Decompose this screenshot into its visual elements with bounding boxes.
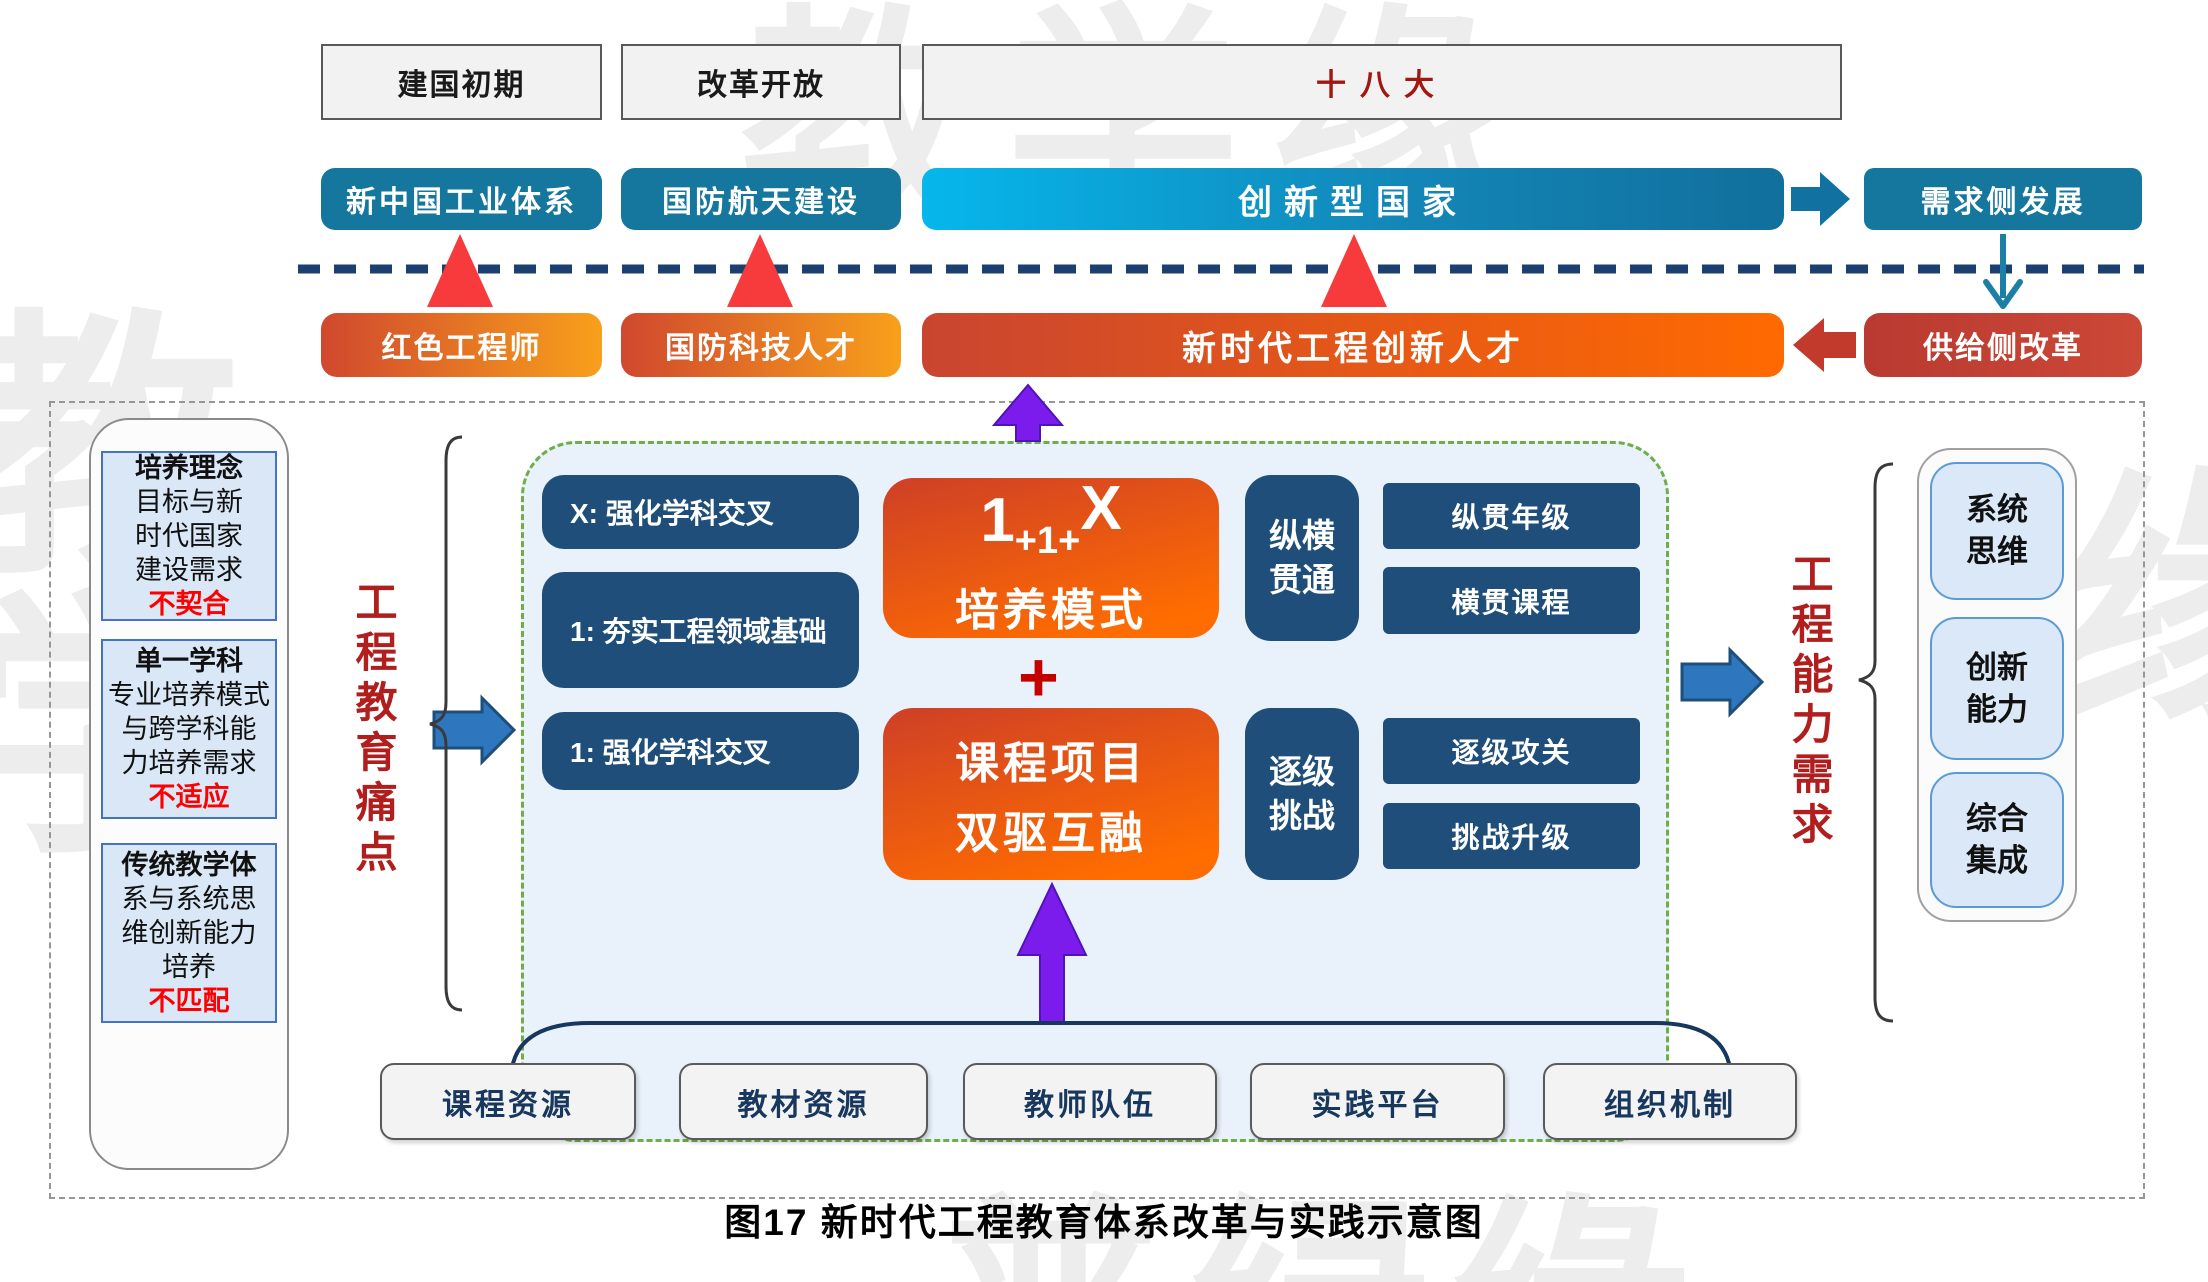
center-box-x-cross-discipline: X: 强化学科交叉 bbox=[542, 475, 859, 549]
era-box-reform: 改革开放 bbox=[621, 44, 901, 120]
vh-pill-course: 横贯课程 bbox=[1383, 567, 1640, 634]
ladder-pill-upgrade-label: 挑战升级 bbox=[1451, 822, 1572, 853]
foundation-box-organization-label: 组织机制 bbox=[1604, 1088, 1736, 1122]
pain-item-concept-title: 培养理念 bbox=[135, 453, 243, 483]
ladder-pill-upgrade: 挑战升级 bbox=[1383, 803, 1640, 869]
pain-item-single-discipline-line: 专业培养模式 bbox=[108, 680, 270, 710]
supply-box-new-era-talent: 新时代工程创新人才 bbox=[922, 313, 1784, 377]
pain-item-concept-line: 目标与新 bbox=[135, 487, 243, 517]
ladder-pill-breakthrough-label: 逐级攻关 bbox=[1451, 737, 1572, 768]
supply-box-red-engineers: 红色工程师 bbox=[321, 313, 602, 377]
mode-formula: 1+1+X bbox=[980, 478, 1121, 562]
ability-box-integration-line1: 综合 bbox=[1966, 801, 2028, 836]
supply-box-red-engineers-label: 红色工程师 bbox=[381, 332, 542, 365]
pain-item-concept: 培养理念 目标与新 时代国家 建设需求 不契合 bbox=[101, 451, 277, 621]
supply-box-defense-talent: 国防科技人才 bbox=[621, 313, 901, 377]
red-triangle-arrow-1 bbox=[427, 234, 493, 307]
vh-pill-grade: 纵贯年级 bbox=[1383, 483, 1640, 549]
mode-box-label: 培养模式 bbox=[955, 586, 1147, 635]
ability-box-innovation-line2: 能力 bbox=[1966, 691, 2028, 727]
center-box-x-cross-discipline-label: X: 强化学科交叉 bbox=[570, 498, 774, 529]
ability-box-integration: 综合 集成 bbox=[1930, 772, 2064, 908]
pain-item-concept-line: 建设需求 bbox=[135, 555, 243, 585]
watermark-right: 缘 bbox=[2060, 453, 2208, 765]
vh-link-line2: 贯通 bbox=[1269, 561, 1335, 598]
center-box-1-cross-discipline-label: 1: 强化学科交叉 bbox=[570, 737, 771, 768]
supply-box-defense-talent-label: 国防科技人才 bbox=[665, 332, 857, 365]
ability-box-system-thinking-line1: 系统 bbox=[1966, 492, 2028, 527]
pain-item-traditional-teaching-title: 传统教学体 bbox=[121, 850, 257, 880]
down-arrow-supply-head bbox=[1983, 279, 2023, 309]
pain-item-single-discipline: 单一学科 专业培养模式 与跨学科能 力培养需求 不适应 bbox=[101, 639, 277, 819]
mode-formula-x: X bbox=[1080, 474, 1122, 543]
pain-item-concept-tag: 不契合 bbox=[148, 589, 230, 619]
ability-box-system-thinking-line2: 思维 bbox=[1966, 534, 2028, 569]
pain-item-traditional-teaching-line: 系与系统思 bbox=[121, 884, 257, 914]
project-box-dual-drive: 课程项目 双驱互融 bbox=[883, 708, 1219, 880]
foundation-box-teacher-team-label: 教师队伍 bbox=[1024, 1088, 1156, 1122]
mode-box-1-1-x: 1+1+X 培养模式 bbox=[883, 478, 1219, 638]
project-box-line1: 课程项目 bbox=[955, 739, 1147, 788]
foundation-box-course-resources-label: 课程资源 bbox=[442, 1088, 574, 1122]
project-box-line2: 双驱互融 bbox=[955, 809, 1147, 858]
foundation-box-textbook-resources-label: 教材资源 bbox=[737, 1088, 870, 1122]
center-box-1-cross-discipline: 1: 强化学科交叉 bbox=[542, 712, 859, 790]
pain-item-single-discipline-title: 单一学科 bbox=[135, 646, 243, 676]
vh-pill-course-label: 横贯课程 bbox=[1451, 586, 1572, 618]
main-dashed-container bbox=[49, 401, 2145, 1199]
foundation-box-textbook-resources: 教材资源 bbox=[679, 1063, 928, 1140]
ladder-box-line1: 逐级 bbox=[1269, 753, 1335, 790]
vh-link-box: 纵横 贯通 bbox=[1245, 475, 1359, 641]
ladder-box-line2: 挑战 bbox=[1269, 797, 1335, 834]
supply-side-label: 供给侧改革 bbox=[1923, 332, 2083, 365]
demand-box-innovative-nation-label: 创新型国家 bbox=[1238, 183, 1468, 222]
ability-vertical-label: 工程能力需求 bbox=[1786, 552, 1833, 852]
watermark-top: 教学缘 bbox=[740, 0, 1535, 253]
plus-sign: + bbox=[1018, 638, 1059, 716]
supply-side-box: 供给侧改革 bbox=[1864, 313, 2142, 377]
pain-item-traditional-teaching-line: 维创新能力 bbox=[121, 918, 257, 948]
pain-item-concept-line: 时代国家 bbox=[135, 521, 243, 551]
foundation-box-practice-platform: 实践平台 bbox=[1250, 1063, 1505, 1140]
foundation-box-practice-platform-label: 实践平台 bbox=[1311, 1088, 1444, 1122]
demand-box-industry: 新中国工业体系 bbox=[321, 168, 602, 230]
ladder-box: 逐级 挑战 bbox=[1245, 708, 1359, 880]
center-box-1-engineering-foundation: 1: 夯实工程领域基础 bbox=[542, 572, 859, 688]
ability-box-system-thinking: 系统 思维 bbox=[1930, 462, 2064, 600]
ability-box-innovation-line1: 创新 bbox=[1966, 649, 2028, 685]
foundation-box-course-resources: 课程资源 bbox=[380, 1063, 636, 1140]
pain-points-vertical-label: 工程教育痛点 bbox=[350, 580, 397, 880]
vh-link-line1: 纵横 bbox=[1269, 517, 1335, 554]
right-arrow-demand-icon bbox=[1791, 172, 1850, 226]
era-box-reform-label: 改革开放 bbox=[697, 69, 825, 102]
era-box-founding: 建国初期 bbox=[321, 44, 602, 120]
demand-side-box: 需求侧发展 bbox=[1864, 168, 2142, 230]
ladder-pill-breakthrough: 逐级攻关 bbox=[1383, 718, 1640, 784]
ability-box-innovation: 创新 能力 bbox=[1930, 617, 2064, 760]
vh-pill-grade-label: 纵贯年级 bbox=[1451, 502, 1572, 533]
figure-caption: 图17 新时代工程教育体系改革与实践示意图 bbox=[724, 1202, 1484, 1243]
pain-item-traditional-teaching-line: 培养 bbox=[162, 952, 216, 982]
ability-box-integration-line2: 集成 bbox=[1966, 843, 2028, 878]
demand-box-defense-aerospace-label: 国防航天建设 bbox=[662, 186, 860, 219]
pain-item-single-discipline-line: 与跨学科能 bbox=[121, 714, 257, 744]
foundation-box-organization: 组织机制 bbox=[1543, 1063, 1797, 1140]
mode-formula-1: 1 bbox=[980, 486, 1015, 555]
demand-side-label: 需求侧发展 bbox=[1920, 186, 2086, 219]
left-arrow-supply-icon bbox=[1793, 318, 1856, 372]
pain-item-traditional-teaching-tag: 不匹配 bbox=[148, 986, 230, 1016]
era-box-founding-label: 建国初期 bbox=[397, 69, 526, 102]
mode-formula-plus1plus: +1+ bbox=[1014, 520, 1081, 562]
era-box-18th-congress: 十八大 bbox=[922, 44, 1842, 120]
demand-box-industry-label: 新中国工业体系 bbox=[346, 186, 577, 219]
pain-item-traditional-teaching: 传统教学体 系与系统思 维创新能力 培养 不匹配 bbox=[101, 843, 277, 1023]
era-box-18th-congress-label: 十八大 bbox=[1316, 69, 1448, 102]
foundation-box-teacher-team: 教师队伍 bbox=[963, 1063, 1217, 1140]
pain-item-single-discipline-line: 力培养需求 bbox=[121, 748, 257, 778]
demand-box-defense-aerospace: 国防航天建设 bbox=[621, 168, 901, 230]
center-box-1-engineering-foundation-label: 1: 夯实工程领域基础 bbox=[570, 616, 827, 647]
supply-box-new-era-talent-label: 新时代工程创新人才 bbox=[1182, 329, 1524, 368]
demand-box-innovative-nation: 创新型国家 bbox=[922, 168, 1784, 230]
pain-item-single-discipline-tag: 不适应 bbox=[148, 782, 230, 812]
